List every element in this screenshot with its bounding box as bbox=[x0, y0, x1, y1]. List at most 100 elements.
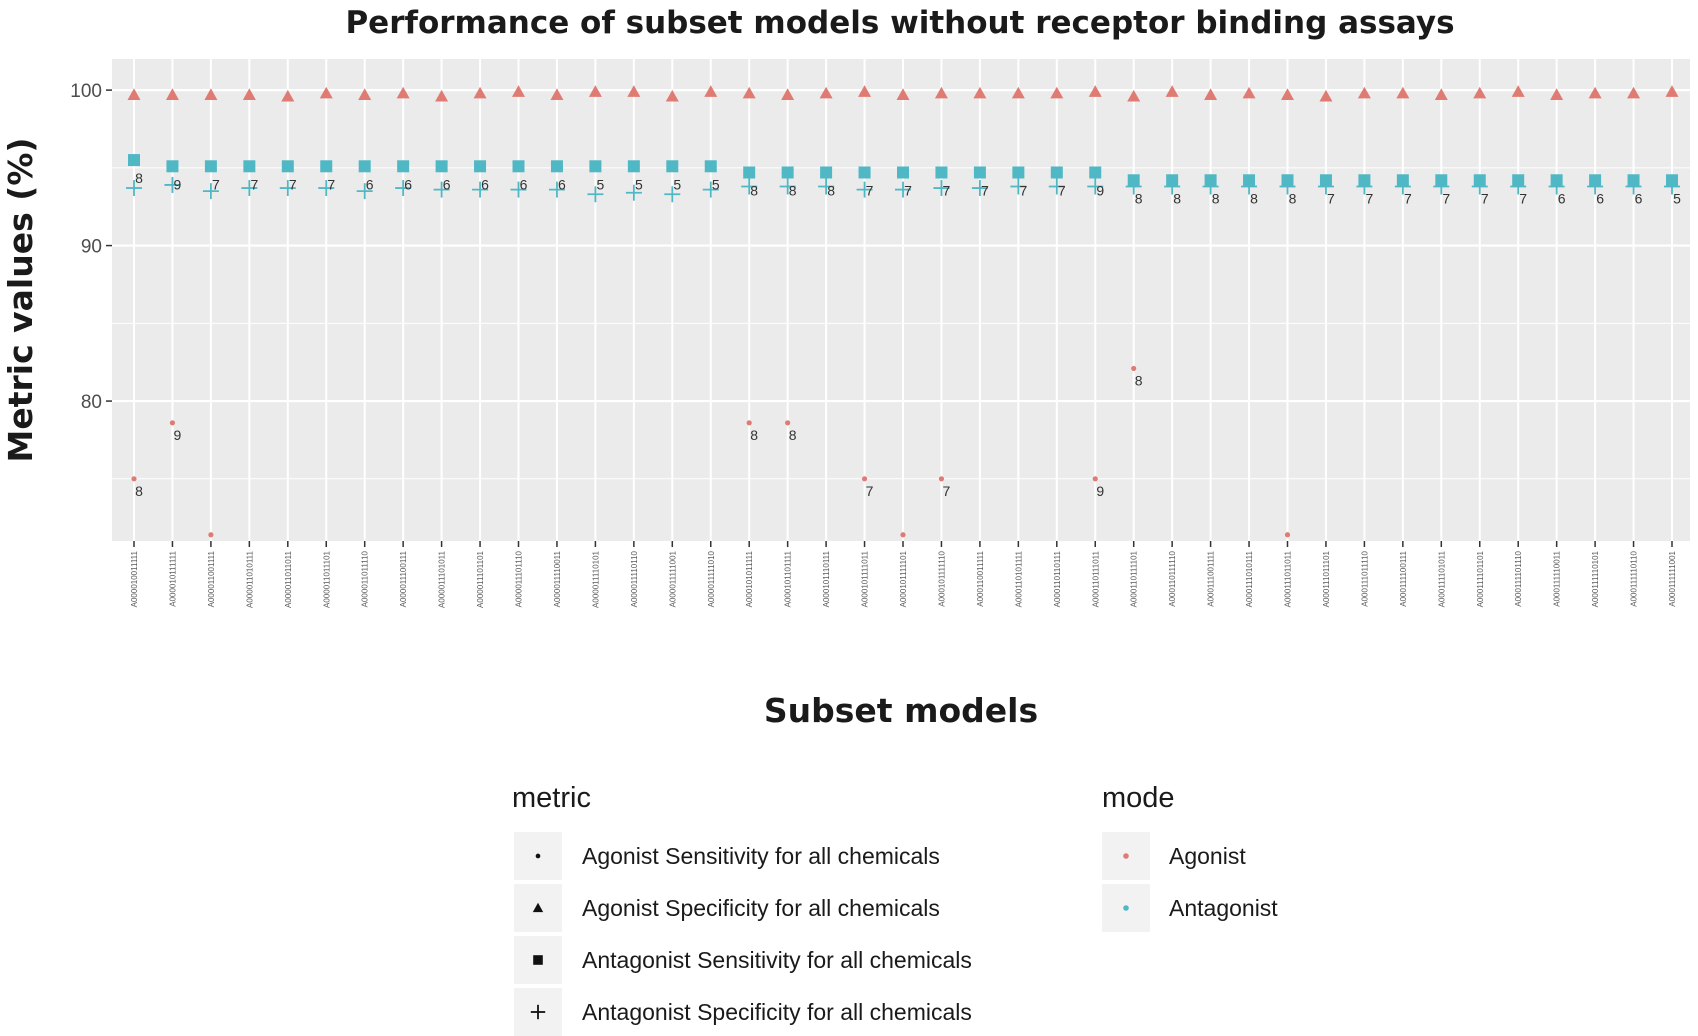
antagonist-specificity-for-all-chemicals-mark bbox=[241, 180, 258, 197]
antagonist-specificity-for-all-chemicals-mark bbox=[126, 180, 142, 197]
agonist-specificity-for-all-chemicals-mark bbox=[319, 86, 333, 99]
x-tick-label: A000111110101 bbox=[1591, 550, 1600, 607]
x-tick-label: A000011110101 bbox=[591, 550, 600, 607]
agonist-sensitivity-for-all-chemicals-mark bbox=[169, 420, 176, 426]
antagonist-specificity-for-all-chemicals-mark bbox=[1317, 178, 1334, 195]
agonist-sensitivity-for-all-chemicals-mark bbox=[1131, 365, 1137, 372]
antagonist-specificity-for-all-chemicals-mark bbox=[818, 178, 835, 195]
x-tick-label: A000111001111 bbox=[1207, 550, 1216, 606]
agonist-sensitivity-for-all-chemicals-mark bbox=[861, 476, 868, 482]
data-label: 8 bbox=[1212, 190, 1220, 206]
data-label: 7 bbox=[1404, 190, 1412, 206]
x-tick-label: A000101111110 bbox=[937, 550, 946, 606]
data-label: 6 bbox=[558, 176, 566, 192]
data-label: 6 bbox=[520, 176, 528, 192]
plot-panel bbox=[112, 59, 1690, 541]
agonist-specificity-for-all-chemicals-mark bbox=[588, 85, 602, 97]
agonist-specificity-for-all-chemicals-mark bbox=[742, 86, 756, 99]
y-tick-label: 80 bbox=[81, 392, 102, 413]
x-tick-label: A000110101111 bbox=[1014, 550, 1023, 607]
agonist-specificity-for-all-chemicals-mark bbox=[435, 89, 449, 102]
x-tick-label: A000111111001 bbox=[1668, 550, 1677, 606]
antagonist-sensitivity-for-all-chemicals-mark bbox=[128, 154, 140, 167]
antagonist-specificity-for-all-chemicals-mark bbox=[1279, 178, 1296, 195]
agonist-specificity-for-all-chemicals-mark bbox=[934, 86, 948, 99]
legend-metric-label: Antagonist Specificity for all chemicals bbox=[582, 999, 972, 1025]
data-label: 6 bbox=[1558, 190, 1566, 206]
agonist-specificity-for-all-chemicals-mark bbox=[358, 88, 372, 100]
data-label: 7 bbox=[943, 183, 951, 199]
data-label: 6 bbox=[443, 176, 451, 192]
x-tick-label: A000101111011 bbox=[861, 550, 870, 607]
antagonist-sensitivity-for-all-chemicals-mark bbox=[973, 166, 986, 179]
agonist-specificity-for-all-chemicals-mark bbox=[281, 89, 295, 102]
antagonist-sensitivity-for-all-chemicals-mark bbox=[204, 160, 217, 173]
data-label: 6 bbox=[1635, 190, 1643, 206]
antagonist-specificity-for-all-chemicals-mark bbox=[1587, 178, 1604, 195]
legend-metric-label: Agonist Sensitivity for all chemicals bbox=[582, 843, 940, 869]
x-tick-label: A000011101110 bbox=[515, 550, 524, 607]
agonist-specificity-for-all-chemicals-mark bbox=[1204, 88, 1218, 100]
antagonist-specificity-for-all-chemicals-mark bbox=[1202, 178, 1219, 195]
antagonist-sensitivity-for-all-chemicals-mark bbox=[397, 160, 410, 173]
legend-point-icon bbox=[1123, 905, 1129, 911]
antagonist-sensitivity-for-all-chemicals-mark bbox=[666, 160, 679, 173]
agonist-specificity-for-all-chemicals-mark bbox=[1011, 86, 1025, 99]
agonist-specificity-for-all-chemicals-mark bbox=[204, 88, 218, 100]
antagonist-sensitivity-for-all-chemicals-mark bbox=[820, 166, 833, 179]
agonist-sensitivity-for-all-chemicals-mark bbox=[938, 476, 945, 482]
legend-square-icon bbox=[533, 955, 543, 965]
x-tick-label: A000101110111 bbox=[822, 550, 831, 607]
antagonist-specificity-for-all-chemicals-mark bbox=[1164, 178, 1181, 195]
data-label: 8 bbox=[827, 183, 835, 199]
antagonist-sensitivity-for-all-chemicals-mark bbox=[358, 160, 371, 173]
data-label: 8 bbox=[789, 427, 797, 443]
antagonist-specificity-for-all-chemicals-mark bbox=[472, 181, 489, 198]
data-label: 5 bbox=[673, 176, 681, 192]
agonist-specificity-for-all-chemicals-mark bbox=[1588, 86, 1602, 99]
data-label: 6 bbox=[1596, 190, 1604, 206]
antagonist-specificity-for-all-chemicals-mark bbox=[1433, 178, 1450, 195]
data-label: 8 bbox=[135, 170, 143, 186]
antagonist-specificity-for-all-chemicals-mark bbox=[1548, 178, 1565, 195]
legend-metric-title: metric bbox=[512, 782, 591, 814]
legend-metric-label: Antagonist Sensitivity for all chemicals bbox=[582, 947, 972, 973]
agonist-specificity-for-all-chemicals-mark bbox=[550, 88, 564, 100]
x-tick-label: A000110111110 bbox=[1168, 550, 1177, 606]
antagonist-specificity-for-all-chemicals-mark bbox=[1356, 178, 1373, 195]
x-tick-label: A000110110111 bbox=[1053, 550, 1062, 607]
agonist-specificity-for-all-chemicals-mark bbox=[1357, 86, 1371, 99]
data-label: 8 bbox=[135, 483, 143, 499]
data-label: 7 bbox=[981, 183, 989, 199]
agonist-sensitivity-for-all-chemicals-mark bbox=[1284, 532, 1291, 538]
data-label: 8 bbox=[1173, 190, 1181, 206]
chart-title: Performance of subset models without rec… bbox=[345, 5, 1454, 41]
antagonist-specificity-for-all-chemicals-mark bbox=[433, 181, 450, 198]
x-tick-label: A000010011111 bbox=[130, 550, 139, 607]
agonist-sensitivity-for-all-chemicals-mark bbox=[208, 532, 214, 538]
agonist-specificity-for-all-chemicals-mark bbox=[896, 88, 910, 100]
x-tick-label: A000111100111 bbox=[1399, 550, 1408, 606]
agonist-specificity-for-all-chemicals-mark bbox=[512, 85, 525, 97]
data-label: 7 bbox=[1519, 190, 1527, 206]
data-label: 8 bbox=[750, 427, 758, 443]
agonist-specificity-for-all-chemicals-mark bbox=[1434, 88, 1448, 100]
antagonist-specificity-for-all-chemicals-mark bbox=[1664, 178, 1680, 195]
x-tick-label: A000011011011 bbox=[284, 550, 293, 607]
data-label: 8 bbox=[1250, 190, 1258, 206]
data-label: 7 bbox=[212, 176, 220, 192]
agonist-specificity-for-all-chemicals-mark bbox=[1281, 88, 1294, 100]
data-label: 7 bbox=[866, 183, 874, 199]
antagonist-sensitivity-for-all-chemicals-mark bbox=[1089, 166, 1102, 179]
antagonist-sensitivity-for-all-chemicals-mark bbox=[935, 166, 948, 179]
antagonist-specificity-for-all-chemicals-mark bbox=[856, 181, 873, 198]
antagonist-specificity-for-all-chemicals-mark bbox=[279, 180, 296, 197]
agonist-sensitivity-for-all-chemicals-mark bbox=[1092, 476, 1098, 482]
x-tick-label: A000111011011 bbox=[1284, 550, 1293, 607]
y-tick-label: 100 bbox=[70, 81, 102, 102]
antagonist-sensitivity-for-all-chemicals-mark bbox=[474, 160, 487, 173]
agonist-specificity-for-all-chemicals-mark bbox=[665, 89, 679, 102]
antagonist-specificity-for-all-chemicals-mark bbox=[1048, 178, 1065, 195]
